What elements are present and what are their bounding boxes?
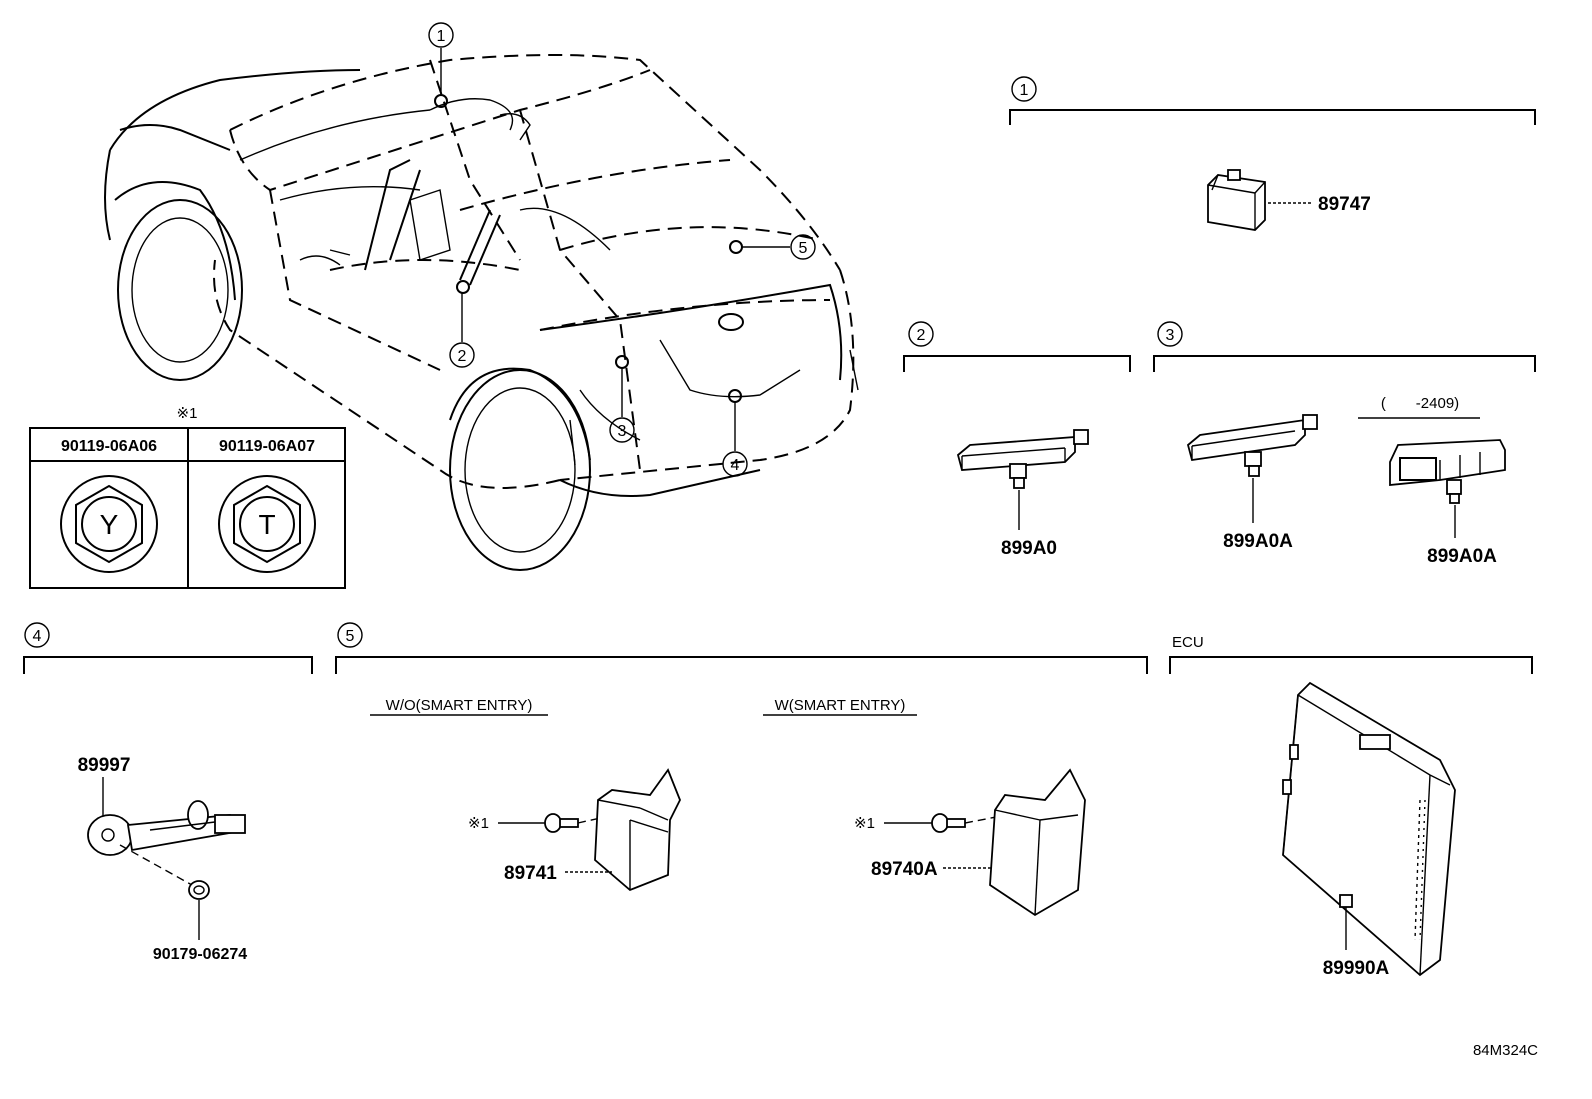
note-mark-left: ※1 (468, 815, 489, 832)
group-3: 3 899A0A ( -2409) 899A0A (1153, 321, 1536, 567)
svg-text:5: 5 (799, 240, 808, 257)
group-5: 5 W/O(SMART ENTRY) W(SMART ENTRY) ※1 897… (335, 622, 1148, 917)
module-89740A-icon (989, 768, 1086, 917)
callout-4: 4 (722, 451, 748, 477)
svg-text:3: 3 (618, 423, 627, 440)
svg-text:1: 1 (437, 28, 446, 45)
svg-text:2: 2 (458, 348, 467, 365)
group-1-number: 1 (1020, 82, 1029, 99)
callout-2: 2 (449, 342, 475, 368)
part-90179-06274: 90179-06274 (153, 946, 247, 963)
svg-text:T: T (258, 509, 275, 540)
without-smart-entry-label: W/O(SMART ENTRY) (386, 697, 533, 714)
part-899A0: 899A0 (1001, 538, 1057, 559)
part-89740A: 89740A (871, 859, 938, 880)
bolt-head-t-icon: T (218, 475, 316, 573)
part-89990A: 89990A (1323, 958, 1390, 979)
nut-icon (188, 880, 210, 900)
callout-3: 3 (609, 417, 635, 443)
part-899A0A-1: 899A0A (1223, 531, 1293, 552)
note-table: ※1 90119-06A06 90119-06A07 Y T (29, 405, 346, 589)
part-89997: 89997 (78, 755, 131, 776)
callout-1: 1 (428, 22, 454, 48)
ecu-label: ECU (1172, 634, 1204, 651)
antenna-part-a-icon (1186, 414, 1318, 477)
antenna-part-icon (956, 429, 1089, 489)
bolt-head-y-icon: Y (60, 475, 158, 573)
group-4: 4 89997 90179-06274 (23, 622, 313, 963)
location-dot-2 (456, 280, 470, 294)
diagram-id: 84M324C (1473, 1042, 1538, 1059)
module-89741-icon (594, 768, 681, 892)
with-smart-entry-label: W(SMART ENTRY) (775, 697, 906, 714)
note-table-mark: ※1 (177, 405, 198, 422)
antenna-part-b-icon (1389, 439, 1506, 504)
group-4-number: 4 (33, 628, 42, 645)
group-1: 1 89747 (1009, 76, 1536, 231)
svg-text:4: 4 (731, 457, 740, 474)
screw-right-icon (931, 813, 966, 833)
svg-text:Y: Y (100, 509, 119, 540)
note-table-header-1: 90119-06A06 (61, 438, 157, 455)
group-2: 2 899A0 (903, 321, 1131, 559)
note-mark-right: ※1 (854, 815, 875, 832)
sensor-part-icon (87, 800, 246, 856)
location-dot-5 (729, 240, 743, 254)
date-range-label: ( -2409) (1381, 395, 1459, 412)
note-table-header-2: 90119-06A07 (219, 438, 315, 455)
ecu-part-icon (1282, 681, 1456, 977)
callout-5: 5 (790, 234, 816, 260)
relay-part-icon (1207, 169, 1266, 231)
vehicle-illustration (104, 54, 859, 571)
part-89741: 89741 (504, 863, 557, 884)
part-899A0A-2: 899A0A (1427, 546, 1497, 567)
screw-left-icon (544, 813, 579, 833)
part-89747: 89747 (1318, 194, 1371, 215)
group-5-number: 5 (346, 628, 355, 645)
group-ecu: ECU 89990A (1169, 634, 1533, 979)
vehicle-callouts: 1 2 3 4 5 (428, 22, 816, 477)
group-3-number: 3 (1166, 327, 1175, 344)
location-markers (434, 94, 743, 403)
group-2-number: 2 (917, 327, 926, 344)
location-dot-3 (615, 355, 629, 369)
callout-leaders (440, 48, 790, 451)
